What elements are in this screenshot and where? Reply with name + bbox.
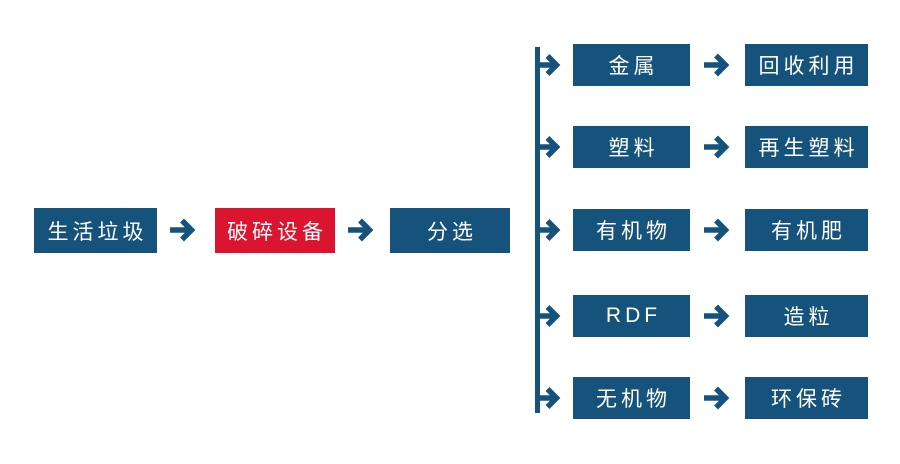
node-rdf: RDF — [573, 295, 690, 337]
node-household-waste: 生活垃圾 — [34, 208, 157, 253]
branch-arrow-icon — [537, 303, 567, 329]
right-arrow-icon — [702, 134, 738, 160]
node-metal: 金属 — [573, 44, 690, 86]
node-recycled-plastic: 再生塑料 — [745, 126, 868, 168]
node-granulation: 造粒 — [745, 295, 868, 337]
node-eco-brick: 环保砖 — [745, 377, 868, 419]
branch-arrow-icon — [537, 52, 567, 78]
right-arrow-icon — [702, 217, 738, 243]
right-arrow-icon — [346, 217, 382, 243]
node-organic-fertilizer: 有机肥 — [745, 209, 868, 251]
right-arrow-icon — [702, 385, 738, 411]
node-plastic: 塑料 — [573, 126, 690, 168]
node-inorganic-matter: 无机物 — [573, 377, 690, 419]
right-arrow-icon — [168, 217, 204, 243]
branch-arrow-icon — [537, 134, 567, 160]
branch-arrow-icon — [537, 217, 567, 243]
branch-arrow-icon — [537, 385, 567, 411]
node-sorting: 分选 — [390, 208, 510, 253]
right-arrow-icon — [702, 303, 738, 329]
right-arrow-icon — [702, 52, 738, 78]
node-recycling: 回收利用 — [745, 44, 868, 86]
node-organic-matter: 有机物 — [573, 209, 690, 251]
node-crushing-equipment: 破碎设备 — [215, 208, 335, 253]
